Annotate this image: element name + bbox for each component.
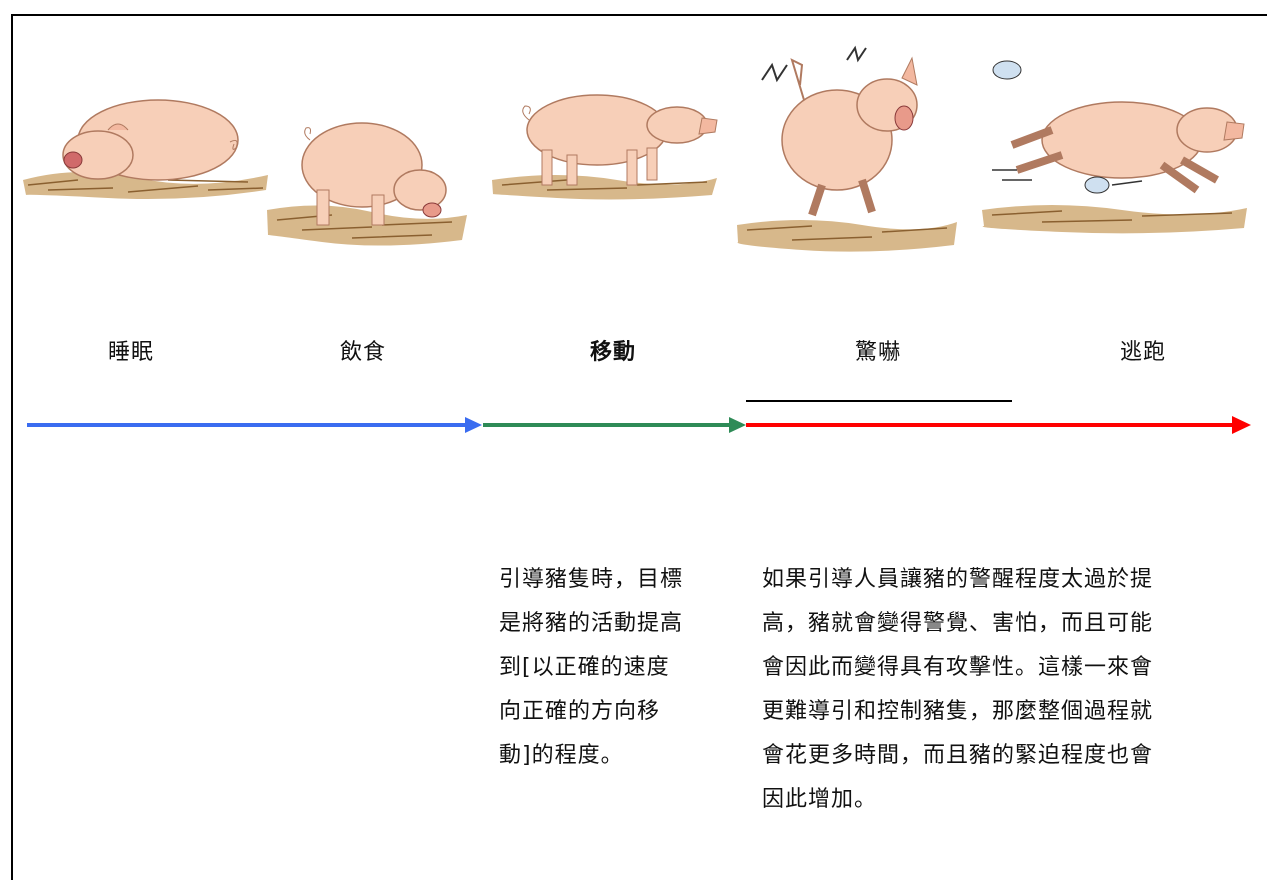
- divider-line: [746, 400, 1012, 402]
- arrow-green-head: [729, 417, 746, 433]
- text-left-line: 到[以正確的速度: [499, 655, 670, 680]
- stage-label-startle: 驚嚇: [854, 340, 901, 365]
- eating-pig-illustration: [267, 122, 467, 246]
- text-right-line: 因此增加。: [762, 787, 878, 812]
- sleeping-pig-illustration: [23, 99, 268, 199]
- text-right-line: 如果引導人員讓豬的警醒程度太過於提: [762, 567, 1154, 592]
- arrow-red-head: [1232, 416, 1251, 434]
- explanation-text-right: 如果引導人員讓豬的警醒程度太過於提 高，豬就會變得警覺、害怕，而且可能 會因此而…: [762, 558, 1267, 822]
- text-right-line: 會花更多時間，而且豬的緊迫程度也會: [762, 743, 1154, 768]
- arrow-blue-head: [465, 417, 482, 433]
- stage-label-eat: 飲食: [339, 340, 386, 365]
- stage-label-move: 移動: [589, 340, 636, 365]
- page-frame: [11, 14, 1267, 880]
- stage-arrow-timeline: [27, 416, 1251, 434]
- text-right-line: 高，豬就會變得警覺、害怕，而且可能: [762, 611, 1154, 636]
- text-left-line: 向正確的方向移: [499, 699, 661, 724]
- explanation-text-left: 引導豬隻時，目標 是將豬的活動提高 到[以正確的速度 向正確的方向移 動]的程度…: [499, 558, 739, 778]
- moving-pig-illustration: [492, 94, 718, 200]
- text-left-line: 是將豬的活動提高: [499, 611, 684, 636]
- text-left-line: 動]的程度。: [499, 743, 624, 768]
- text-left-line: 引導豬隻時，目標: [499, 567, 684, 592]
- fleeing-pig-illustration: [982, 60, 1247, 234]
- text-right-line: 更難導引和控制豬隻，那麼整個過程就: [762, 699, 1154, 724]
- startled-pig-illustration: [737, 45, 957, 252]
- stage-label-flee: 逃跑: [1119, 340, 1166, 365]
- stage-label-sleep: 睡眠: [107, 340, 154, 365]
- text-right-line: 會因此而變得具有攻擊性。這樣一來會: [762, 655, 1154, 680]
